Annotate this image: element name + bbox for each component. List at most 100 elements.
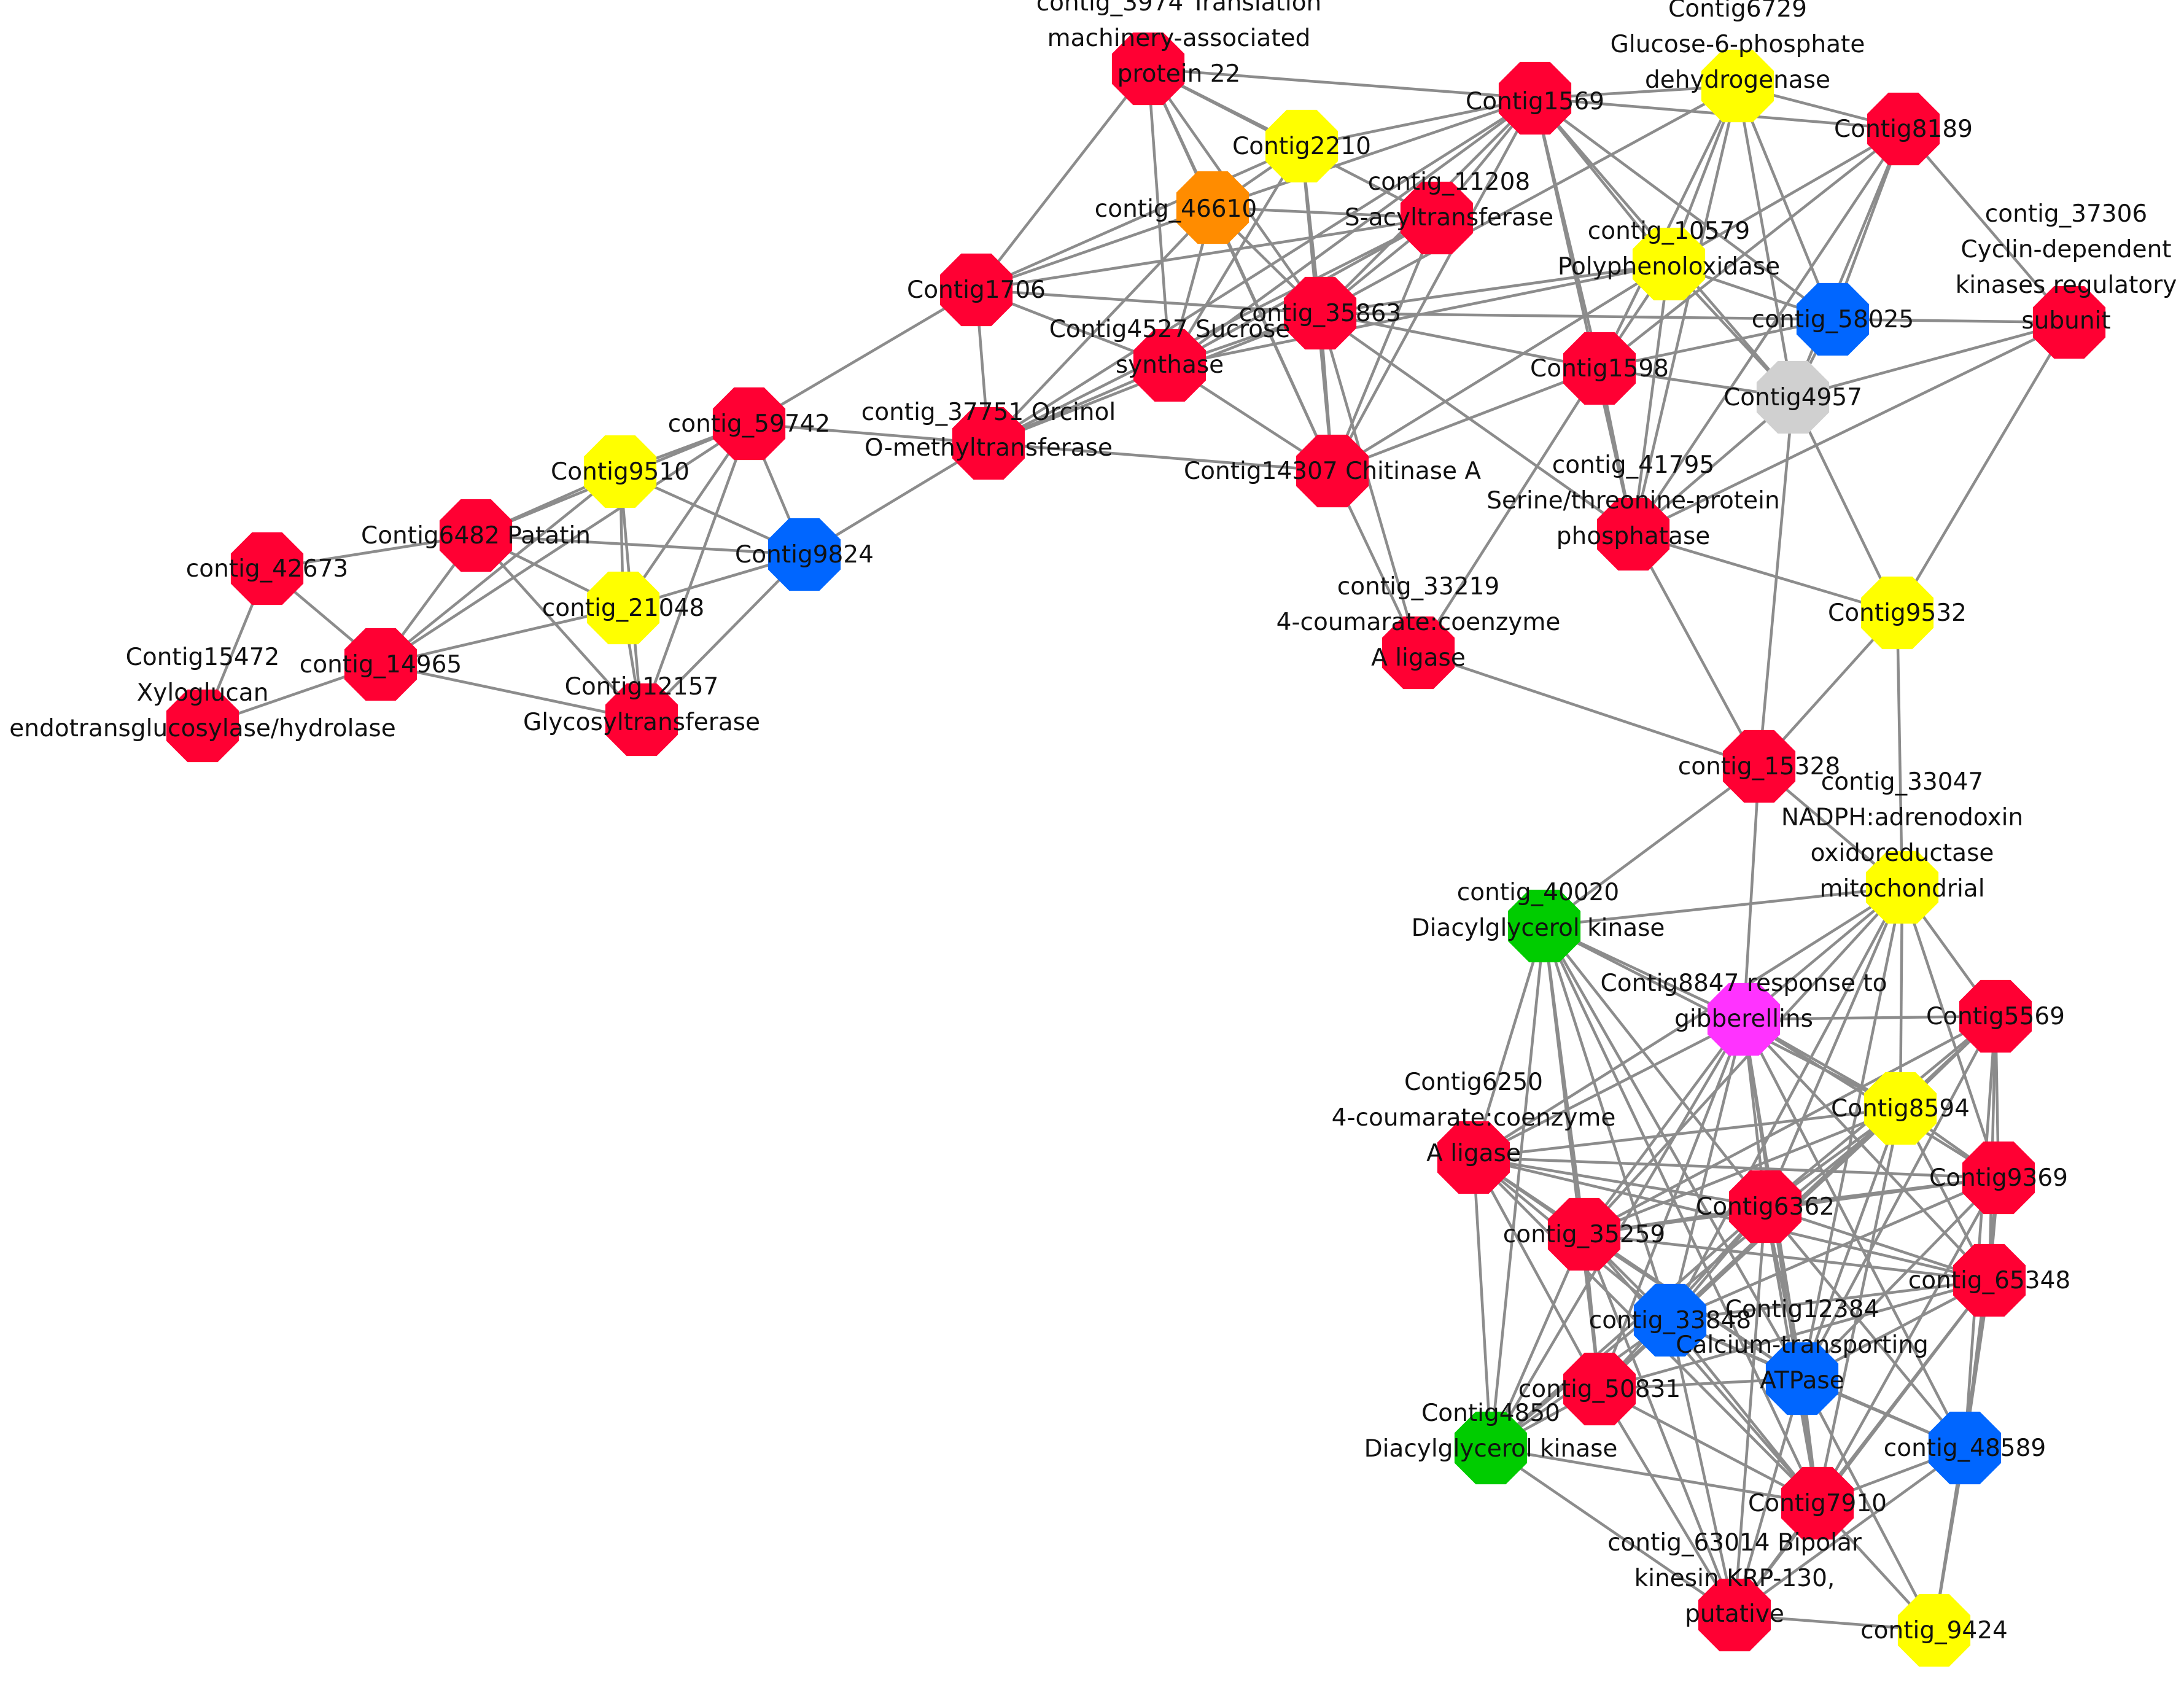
node-label-line: Serine/threonine-protein (1486, 487, 1779, 515)
node-c15328[interactable] (1722, 730, 1796, 803)
node-label-line: Contig4957 (1723, 384, 1862, 411)
edge-c33219-c15328 (1418, 651, 1760, 768)
edge-c4850-c7910 (1490, 1446, 1818, 1505)
node-c65348[interactable] (1953, 1243, 2026, 1317)
node-c40020[interactable] (1507, 889, 1581, 963)
edge-c35863-c1598 (1319, 311, 1600, 370)
node-c12157[interactable] (605, 683, 678, 757)
node-label-c5569: Contig5569 (1926, 1003, 2065, 1030)
node-label-line: mitochondrial (1819, 875, 1984, 903)
node-c15472[interactable] (166, 689, 239, 763)
node-c10579[interactable] (1632, 227, 1706, 301)
node-c5569[interactable] (1959, 979, 2032, 1053)
node-label-line: A ligase (1371, 644, 1466, 672)
node-c9824[interactable] (768, 518, 841, 591)
edge-c41795-c15328 (1632, 533, 1760, 768)
node-label-c2210: Contig2210 (1232, 133, 1371, 160)
node-label-line: contig_40020 (1457, 879, 1619, 906)
edge-c48589-c63014 (1733, 1447, 1966, 1616)
node-c12384[interactable] (1765, 1342, 1839, 1415)
node-label-line: O-methyltransferase (865, 434, 1113, 462)
node-c37306[interactable] (2032, 286, 2106, 359)
edge-c8189-c4957 (1791, 128, 1905, 398)
edge-c8847-c7910 (1742, 1019, 1819, 1504)
edge-c6250-c50831 (1472, 1156, 1601, 1390)
node-label-c9510: Contig9510 (551, 458, 690, 486)
node-c59742[interactable] (712, 387, 786, 461)
node-c9424[interactable] (1897, 1594, 1971, 1667)
node-label-c35863: contig_35863 (1239, 300, 1401, 327)
node-c21048[interactable] (586, 571, 660, 645)
node-c4850[interactable] (1454, 1411, 1528, 1485)
node-c4527[interactable] (1133, 329, 1207, 402)
node-c46610[interactable] (1176, 171, 1249, 244)
edge-c8847-c65348 (1743, 1018, 1991, 1282)
edge-c6250-c4850 (1472, 1157, 1493, 1449)
node-label-c42673: contig_42673 (186, 555, 348, 583)
node-c58025[interactable] (1796, 282, 1870, 356)
edge-c59742-c14965 (379, 422, 750, 666)
node-label-line: contig_42673 (186, 555, 348, 583)
edge-c8847-c6250 (1472, 1018, 1745, 1159)
node-label-line: Diacylglycerol kinase (1412, 914, 1665, 942)
node-c6482[interactable] (439, 499, 513, 572)
node-c8847[interactable] (1707, 983, 1781, 1056)
node-label-line: Contig9369 (1929, 1164, 2068, 1192)
node-c1706[interactable] (939, 253, 1013, 327)
node-c1569[interactable] (1498, 61, 1572, 135)
edge-c46610-c37751 (987, 206, 1214, 445)
node-c6362[interactable] (1728, 1170, 1802, 1243)
node-c7910[interactable] (1781, 1466, 1854, 1540)
node-c33047[interactable] (1865, 850, 1939, 924)
node-label-c1598: Contig1598 (1530, 355, 1669, 383)
node-c33219[interactable] (1382, 616, 1455, 690)
node-label-c46610: contig_46610 (1095, 195, 1257, 223)
node-c3974[interactable] (1111, 32, 1185, 106)
node-label-c14307: Contig14307 Chitinase A (1184, 457, 1481, 485)
node-label-line: Contig1706 (907, 276, 1046, 304)
node-c48589[interactable] (1928, 1411, 2002, 1485)
node-label-line: contig_11208 (1368, 168, 1530, 196)
node-label-line: machinery-associated (1047, 25, 1311, 52)
node-c33848[interactable] (1633, 1283, 1707, 1357)
node-c9369[interactable] (1962, 1141, 2035, 1215)
edge-c8847-c5569 (1743, 1014, 1996, 1021)
edge-c37306-c9532 (1896, 321, 2070, 614)
edge-c37306-c41795 (1633, 321, 2070, 536)
node-c6250[interactable] (1437, 1121, 1510, 1194)
node-c9510[interactable] (583, 435, 657, 508)
node-c50831[interactable] (1563, 1352, 1636, 1426)
node-c63014[interactable] (1698, 1578, 1771, 1652)
node-c41795[interactable] (1596, 497, 1670, 571)
node-label-c58025: contig_58025 (1752, 306, 1914, 333)
node-label-c8189: Contig8189 (1834, 115, 1973, 143)
edge-c3974-c1569 (1148, 67, 1536, 100)
node-c8189[interactable] (1867, 92, 1940, 166)
node-c2210[interactable] (1265, 109, 1339, 183)
node-c8594[interactable] (1863, 1072, 1937, 1145)
node-c35259[interactable] (1547, 1197, 1621, 1271)
node-c14965[interactable] (344, 628, 418, 701)
node-c35863[interactable] (1283, 276, 1357, 350)
node-label-c1706: Contig1706 (907, 276, 1046, 304)
node-c6729[interactable] (1701, 49, 1774, 123)
node-c9532[interactable] (1860, 576, 1934, 650)
node-c11208[interactable] (1400, 181, 1474, 255)
node-c4957[interactable] (1756, 360, 1830, 434)
edge-c10579-c14307 (1331, 263, 1670, 472)
node-label-line: Contig6250 (1404, 1068, 1543, 1096)
edge-c65348-c50831 (1599, 1278, 1990, 1391)
edge-c8594-c12384 (1800, 1108, 1902, 1379)
node-c1598[interactable] (1563, 332, 1636, 405)
node-label-line: contig_33848 (1589, 1307, 1751, 1334)
node-c37751[interactable] (952, 407, 1025, 480)
node-c14307[interactable] (1296, 434, 1369, 508)
node-label-line: Contig9824 (735, 541, 874, 569)
node-c42673[interactable] (230, 532, 304, 605)
